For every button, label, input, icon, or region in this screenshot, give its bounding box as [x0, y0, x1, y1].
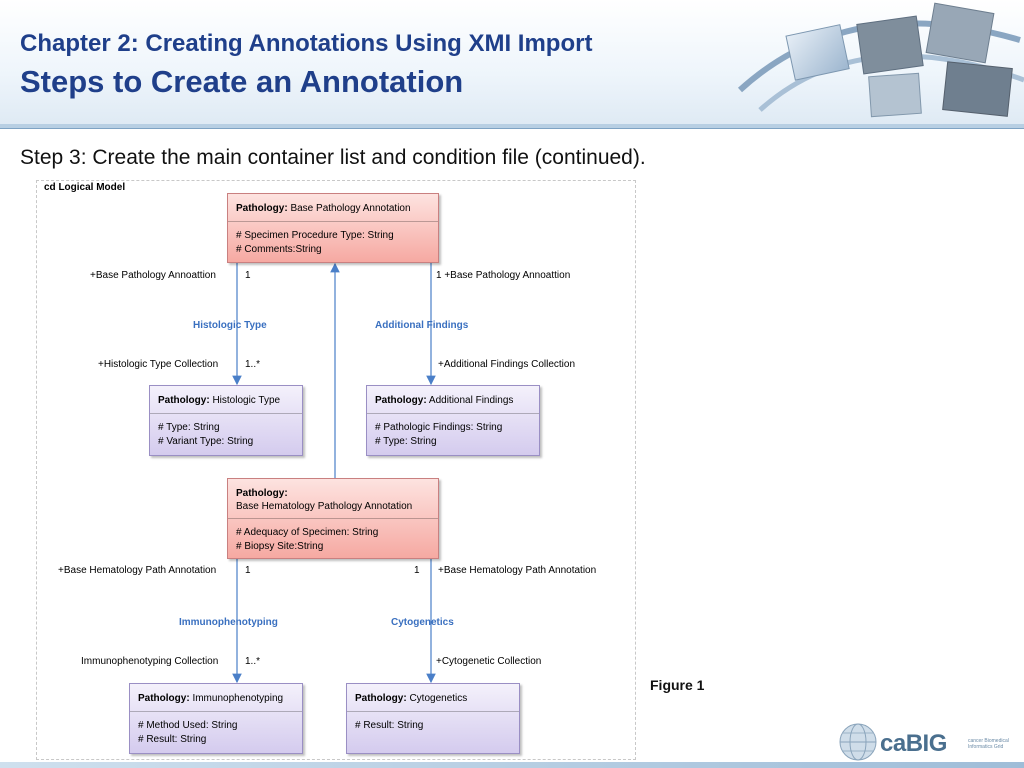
class-separator	[228, 518, 438, 519]
class-attribute: # Comments:String	[236, 244, 322, 255]
chapter-title: Chapter 2: Creating Annotations Using XM…	[20, 30, 593, 57]
class-attribute: # Result: String	[355, 720, 424, 731]
class-attribute: # Biopsy Site:String	[236, 541, 324, 552]
cabig-logo-subtitle: cancer Biomedical Informatics Grid	[968, 738, 1009, 750]
class-attribute: # Pathologic Findings: String	[375, 422, 503, 433]
role-label: +Base Hematology Path Annotation	[58, 565, 217, 576]
class-prefix: Pathology:	[236, 488, 288, 499]
class-attribute: # Type: String	[375, 436, 437, 447]
class-attribute: # Result: String	[138, 734, 207, 745]
multiplicity-label: 1	[414, 565, 420, 576]
association-label: Cytogenetics	[391, 617, 454, 628]
class-attribute: # Variant Type: String	[158, 436, 254, 447]
role-label: Immunophenotyping Collection	[81, 656, 219, 667]
role-label: +Cytogenetic Collection	[436, 656, 542, 667]
multiplicity-label: 1..*	[245, 656, 261, 667]
multiplicity-label: 1..*	[245, 359, 261, 370]
header-divider	[0, 124, 1024, 128]
class-name: Base Hematology Pathology Annotation	[236, 501, 413, 512]
class-separator	[347, 711, 519, 712]
class-base-hematology-pathology-annotation: Pathology: Base Hematology Pathology Anno…	[227, 478, 439, 559]
footer-bar	[0, 762, 1024, 768]
figure-label: Figure 1	[650, 677, 705, 693]
class-attribute: # Specimen Procedure Type: String	[236, 230, 394, 241]
class-additional-findings: Pathology: Additional Findings # Patholo…	[366, 385, 540, 456]
class-name: Base Pathology Annotation	[290, 203, 411, 214]
cabig-globe-icon	[839, 723, 877, 761]
diagram-frame	[36, 180, 636, 760]
role-label: +Histologic Type Collection	[98, 359, 219, 370]
step-text: Step 3: Create the main container list a…	[20, 146, 646, 169]
class-prefix: Pathology:	[355, 693, 407, 704]
cabig-logo-text: caBIG	[880, 730, 947, 757]
class-name: Histologic Type	[212, 395, 281, 406]
class-prefix: Pathology:	[158, 395, 210, 406]
class-prefix: Pathology:	[375, 395, 427, 406]
class-name: Cytogenetics	[409, 693, 468, 704]
class-prefix: Pathology:	[138, 693, 190, 704]
class-immunophenotyping: Pathology: Immunophenotyping # Method Us…	[129, 683, 303, 754]
class-prefix: Pathology:	[236, 203, 288, 214]
diagram-title: cd Logical Model	[44, 182, 126, 193]
class-attribute: # Adequacy of Specimen: String	[236, 527, 379, 538]
association-label: Immunophenotyping	[179, 617, 278, 628]
class-cytogenetics: Pathology: Cytogenetics # Result: String	[346, 683, 520, 754]
header-divider-line	[0, 128, 1024, 129]
class-name: Immunophenotyping	[192, 693, 284, 704]
role-label: +Additional Findings Collection	[438, 359, 576, 370]
class-name: Additional Findings	[428, 395, 514, 406]
globe-graphic-icon	[737, 2, 1024, 118]
class-separator	[367, 413, 539, 414]
association-label: Histologic Type	[193, 320, 267, 331]
class-attribute: # Type: String	[158, 422, 220, 433]
association-label: Additional Findings	[375, 320, 469, 331]
role-label: 1 +Base Pathology Annoattion	[436, 270, 571, 281]
role-label: +Base Hematology Path Annotation	[438, 565, 597, 576]
multiplicity-label: 1	[245, 565, 251, 576]
class-separator	[130, 711, 302, 712]
class-attribute: # Method Used: String	[138, 720, 238, 731]
role-label: +Base Pathology Annoattion	[90, 270, 216, 281]
multiplicity-label: 1	[245, 270, 251, 281]
class-histologic-type: Pathology: Histologic Type # Type: Strin…	[149, 385, 303, 456]
class-separator	[228, 221, 438, 222]
class-base-pathology-annotation: Pathology: Base Pathology Annotation # S…	[227, 193, 439, 263]
page-title: Steps to Create an Annotation	[20, 64, 464, 99]
class-separator	[150, 413, 302, 414]
